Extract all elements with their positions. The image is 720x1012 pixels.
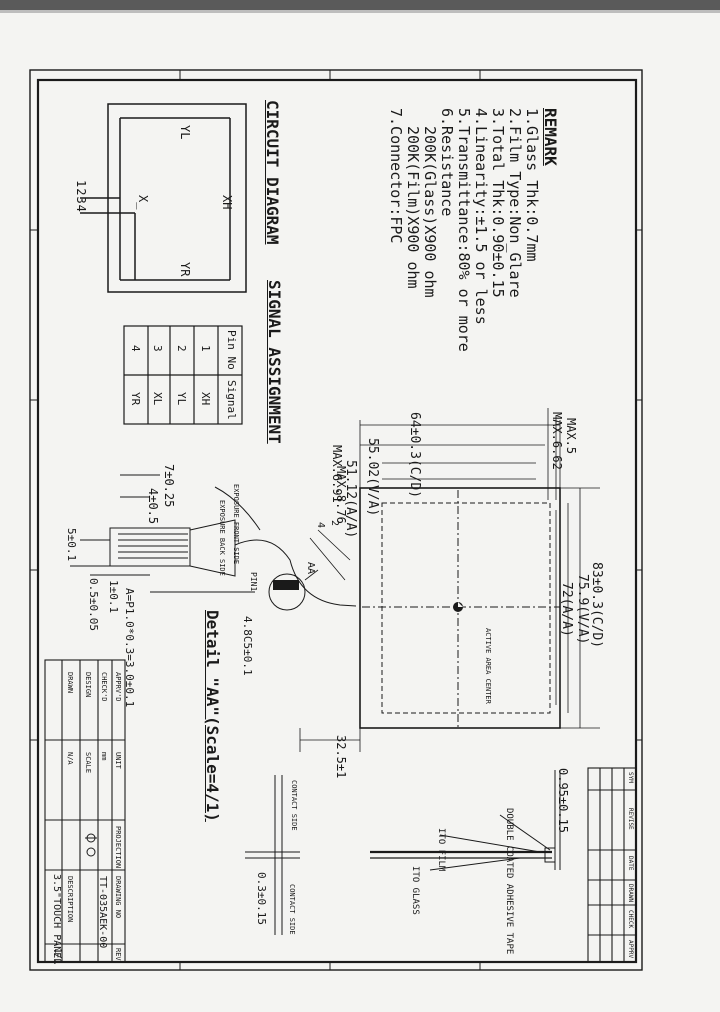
rev-header-apprv: APPRV [627, 940, 634, 959]
dim-max6: MAX.6.62 [550, 412, 564, 470]
dimension-lines [299, 408, 600, 752]
remark-line-4: 4.Linearity:±1.5 or less [472, 108, 490, 325]
remark-line-5: 5.Transmittance:80% or more [455, 108, 473, 352]
scan-top-band [0, 0, 720, 10]
dim-095: 0.95±0.15 [556, 768, 570, 834]
exposure-front-label: EXPOSURE FRONT SIDE [232, 484, 240, 565]
dim-5: 5±0.1 [65, 528, 78, 562]
remark-title: REMARK [541, 108, 560, 166]
detail-aa-title: Detail "AA"(Scale=4/1) [203, 610, 222, 822]
dim-759: 75.9(V/A) [575, 574, 590, 645]
dim-325: 32.5±1 [334, 735, 348, 779]
dim-64: 64±0.3(C/D) [407, 412, 422, 499]
contact-side-label-1: CONTACT SIDE [290, 780, 298, 831]
tb-unit-value: mm [100, 752, 108, 761]
tb-checked: CHECK'D [100, 672, 108, 702]
dim-7: 7±0.25 [162, 464, 176, 508]
circuit-pin-numbers: 1234 [74, 180, 88, 213]
tb-approved: APPRV'D [114, 672, 122, 702]
zone-ticks [30, 70, 642, 970]
signal-table [123, 325, 243, 425]
dim-48: 4.8C5±0.1 [241, 616, 254, 676]
signal-row-4-pin: 4 [129, 345, 142, 352]
center-mark-quadrant [458, 602, 463, 607]
circuit-label-xl: X_ [136, 195, 150, 210]
signal-header-pin: Pin No [225, 330, 238, 370]
tb-scale-label: SCALE [84, 752, 92, 774]
remark-line-2: 2.Film Type:Non_Glare [506, 108, 524, 298]
active-area-center-label: ACTIVE AREA CENTER [484, 628, 492, 704]
dim-83: 83±0.3(C/D) [589, 562, 604, 649]
title-block-grid [44, 659, 637, 963]
dim-4-detail: 4 [315, 522, 326, 529]
tb-sheet: 1/1 [52, 948, 62, 965]
signal-row-3-signal: XL [151, 392, 164, 406]
detail-aa-contacts [273, 580, 299, 590]
dim-5502: 55.02(V/A) [365, 438, 380, 517]
remark-line-1: 1.Glass Thk:0.7mm [523, 108, 541, 262]
signal-row-2-signal: YL [175, 392, 188, 406]
side-section-view [245, 770, 561, 935]
dim-05: 0.5±0.05 [87, 578, 100, 631]
signal-row-4-signal: YR [129, 392, 142, 406]
remark-line-9: 7.Connector:FPC [387, 108, 405, 244]
scan-top-band-edge [0, 10, 720, 13]
projection-symbol [85, 833, 97, 857]
tb-drawing-no-label: DRAWING NO [114, 876, 122, 919]
detail-aa-leaders [304, 529, 351, 581]
contact-side-label-2: CONTACT SIDE [288, 884, 296, 935]
signal-row-1-signal: XH [199, 392, 212, 406]
tb-designed: DESIGN [84, 672, 92, 698]
dim-1: 1±0.1 [107, 580, 120, 614]
tb-scale-value: N/A [66, 752, 74, 765]
ito-film-label: ITO FILM [436, 828, 446, 872]
circuit-title: CIRCUIT DIAGRAM [263, 100, 282, 245]
circuit-label-yr: YR [178, 262, 192, 277]
tape-label: DOUBLE COATED ADHESIVE TAPE [504, 808, 514, 955]
dim-72: 72(A/A) [559, 582, 574, 637]
tb-unit-label: UNIT [114, 752, 122, 769]
dim-03: 0.3±0.15 [255, 872, 268, 925]
circuit-diagram [80, 103, 247, 293]
rev-header-check: CHECK [627, 910, 634, 929]
signal-title: SIGNAL ASSIGNMENT [265, 280, 284, 444]
rev-header-date: DATE [627, 856, 634, 871]
signal-row-2-pin: 2 [175, 345, 188, 352]
fpc-tail [70, 474, 357, 607]
outer-border [29, 69, 643, 971]
dim-2: 2 [329, 520, 340, 527]
dim-pitch: A=P1.0*0.3=3.0±0.1 [123, 588, 136, 708]
circuit-label-yl: YL [178, 125, 192, 140]
detail-aa-circle [268, 573, 306, 611]
tb-drawn: DRAWN [66, 672, 74, 694]
exposure-back-label: EXPOSURE BACK SIDE [218, 500, 226, 576]
remark-line-3: 3.Total Thk:0.90±0.15 [489, 108, 507, 298]
rev-header-revise: REVISE [627, 808, 634, 830]
rev-header-drawn: DRAWN [627, 884, 634, 903]
remark-line-8: 200K(Film)X900 ohm [404, 126, 422, 289]
tb-description-label: DESCRIPTION [66, 876, 74, 923]
dim-4: 4±0.5 [146, 488, 160, 525]
tb-projection: PROJECTION [114, 826, 122, 869]
detail-aa-tag: AA [305, 562, 316, 575]
remark-line-6: 6.Resistance [438, 108, 456, 217]
inner-border [36, 78, 638, 964]
ito-glass-label: ITO GLASS [410, 866, 420, 915]
dim-max5: MAX.5 [564, 418, 578, 455]
signal-row-3-pin: 3 [151, 345, 164, 352]
tb-rev: REV [114, 948, 122, 961]
tb-drawing-no: TT-035AEK-00 [97, 876, 108, 949]
remark-line-7: 200K(Glass)X900 ohm [421, 126, 439, 298]
dim-max876: MAX.8.76 [334, 466, 348, 524]
circuit-label-xh: XH [220, 195, 234, 210]
signal-row-1-pin: 1 [199, 345, 212, 352]
remark-list: 1.Glass Thk:0.7mm 2.Film Type:Non_Glare … [387, 108, 541, 352]
signal-header-signal: Signal [225, 380, 238, 420]
pin1-label: PIN1 [249, 572, 258, 592]
rev-header-sym: SYM [627, 772, 634, 783]
